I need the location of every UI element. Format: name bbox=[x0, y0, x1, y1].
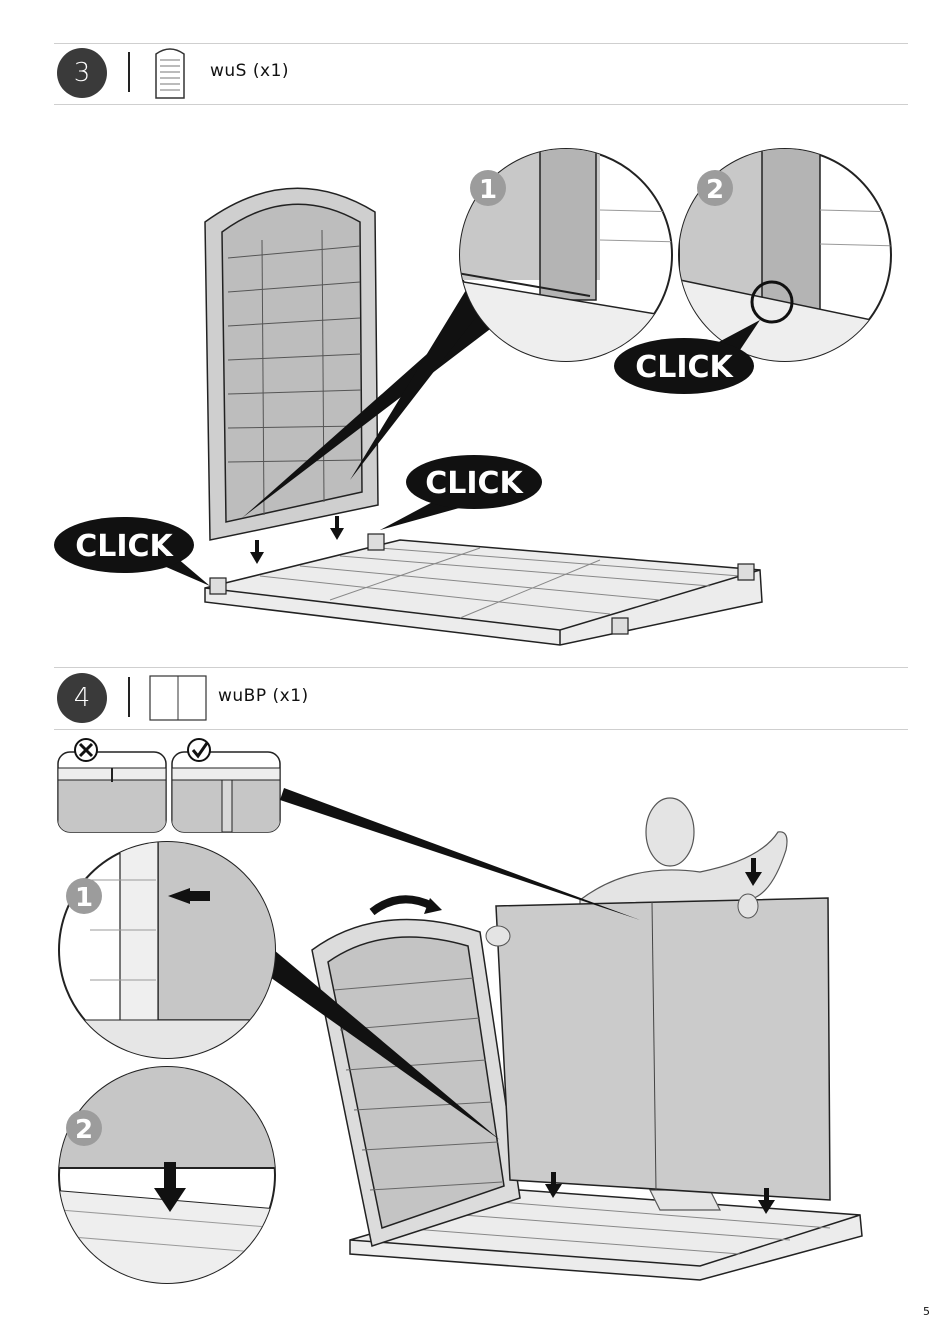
svg-text:CLICK: CLICK bbox=[75, 529, 174, 564]
rotate-arrow-icon bbox=[372, 899, 432, 912]
side-panel bbox=[312, 920, 520, 1246]
person-hand bbox=[486, 926, 510, 946]
svg-text:CLICK: CLICK bbox=[425, 466, 524, 501]
click-callout: CLICK bbox=[380, 455, 542, 530]
svg-text:CLICK: CLICK bbox=[635, 350, 734, 385]
detail-circle-1 bbox=[59, 840, 280, 1060]
detail-2-number: 2 bbox=[706, 175, 724, 205]
right-orientation-detail bbox=[172, 752, 280, 838]
person-hand bbox=[738, 894, 758, 918]
side-panel bbox=[205, 188, 378, 540]
page-number: 5 bbox=[923, 1305, 930, 1318]
wrong-orientation-detail bbox=[58, 752, 166, 838]
detail-2-number: 2 bbox=[75, 1115, 93, 1145]
back-panel bbox=[496, 898, 830, 1200]
detail-1-number: 1 bbox=[479, 175, 497, 205]
detail-1-number: 1 bbox=[75, 883, 93, 913]
detail-circle-2 bbox=[50, 1060, 290, 1300]
check-icon bbox=[188, 739, 210, 761]
cross-icon bbox=[75, 739, 97, 761]
click-callout: CLICK bbox=[54, 517, 210, 586]
